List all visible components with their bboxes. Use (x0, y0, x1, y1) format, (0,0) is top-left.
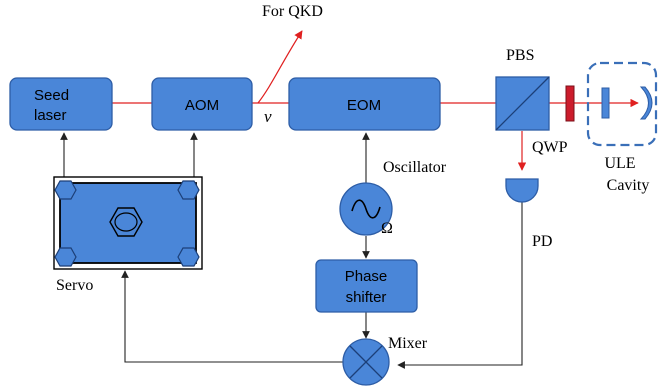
photodiode-symbol (505, 178, 539, 203)
phase-shifter-label-line2: shifter (346, 289, 387, 306)
mixer-label: Mixer (388, 335, 428, 352)
ule-label-line1: ULE (604, 155, 635, 172)
phase-shifter-label-line1: Phase (345, 268, 388, 285)
servo-label: Servo (56, 277, 93, 294)
ule-label-line2: Cavity (607, 177, 650, 194)
ule-cavity (586, 61, 658, 147)
pd-to-mixer-line (397, 202, 523, 369)
aom-label: AOM (185, 97, 219, 114)
pbs-label: PBS (506, 47, 534, 64)
pbs-cube (495, 76, 550, 131)
cavity-curved-mirror (639, 86, 653, 120)
signal-lines (60, 132, 523, 369)
mixer-to-servo-line (121, 270, 343, 363)
qwp-label: QWP (532, 139, 568, 156)
pd-label: PD (532, 233, 552, 250)
qwp-plate (565, 85, 575, 122)
seed-laser-label-line1: Seed (34, 87, 69, 104)
nu-label: ν (264, 107, 272, 126)
eom-label: EOM (347, 97, 381, 114)
cavity-flat-mirror (601, 87, 610, 119)
eom-block: EOM (288, 77, 441, 131)
seed-laser-label-line2: laser (34, 107, 67, 124)
omega-label: Ω (381, 220, 393, 237)
mixer-symbol (342, 338, 390, 386)
servo-block (53, 176, 203, 270)
oscillator-label: Oscillator (383, 159, 447, 176)
aom-block: AOM (151, 77, 253, 131)
sine-wave-icon (351, 199, 381, 219)
beam-for-qkd (257, 30, 303, 104)
servo-center-chip (109, 207, 143, 237)
phase-shifter-block: Phase shifter (315, 259, 418, 313)
oscillator-symbol (339, 182, 393, 236)
for-qkd-label: For QKD (262, 3, 323, 20)
seed-laser-block: Seed laser (9, 77, 113, 131)
